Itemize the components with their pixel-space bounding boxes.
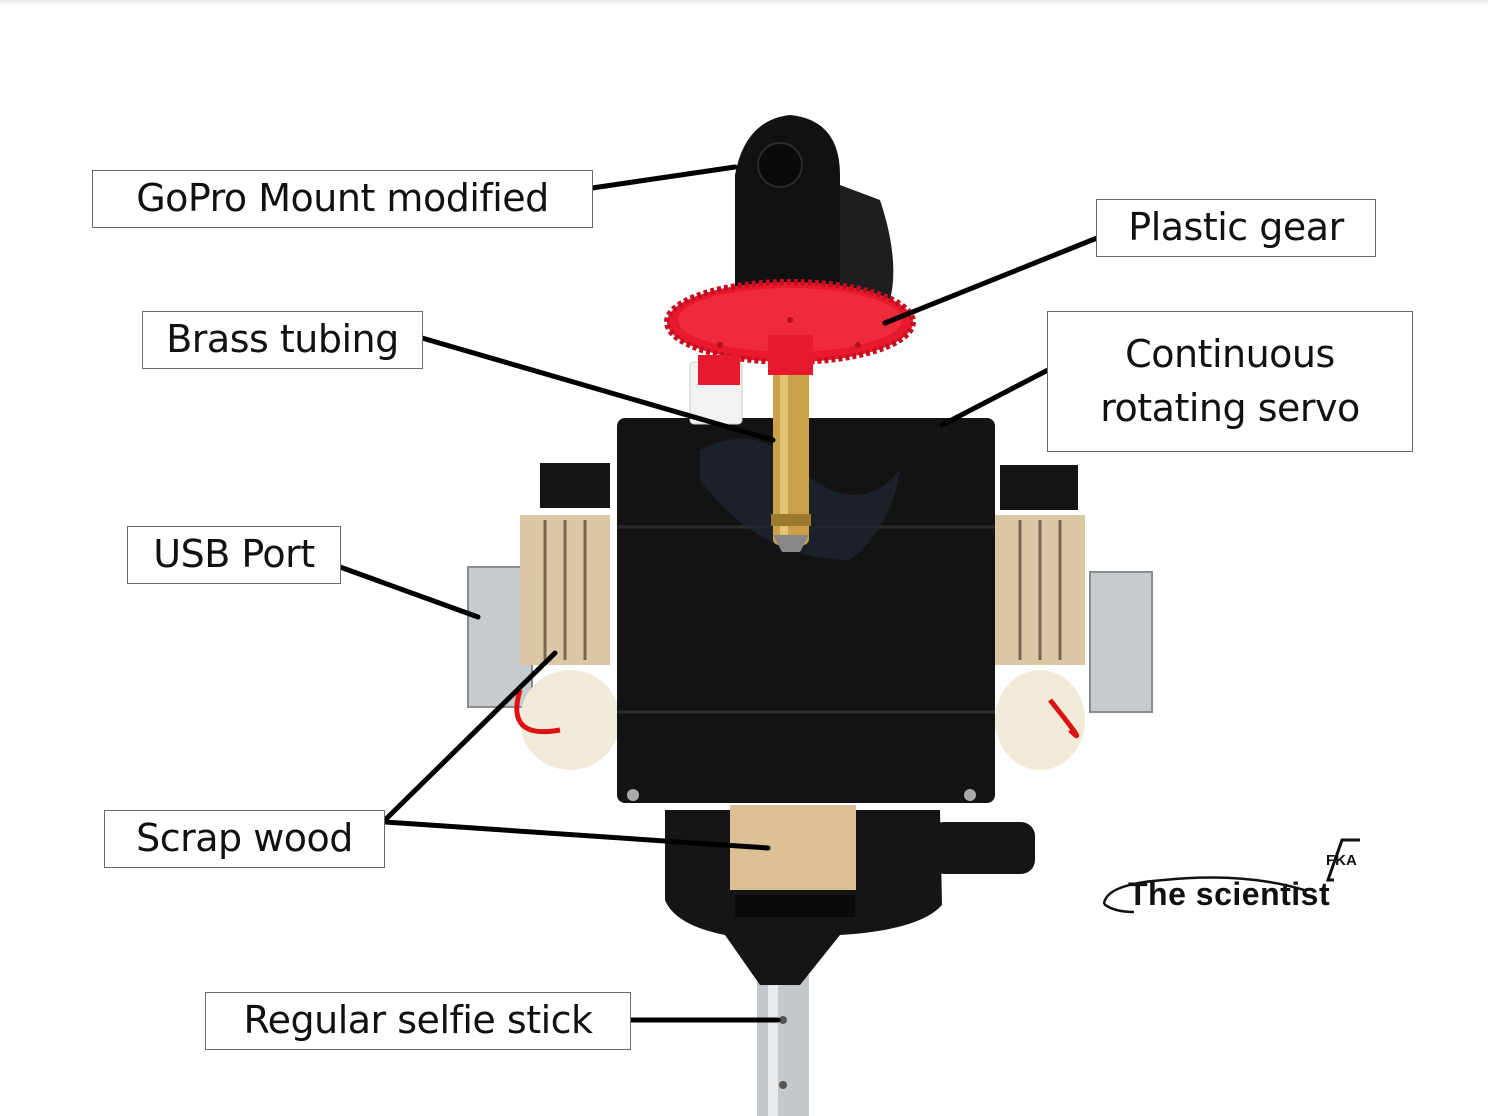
scientist-logo: The scientist FKA <box>1094 838 1384 922</box>
leader-usb <box>337 564 481 620</box>
label-brass-tubing: Brass tubing <box>142 311 423 369</box>
label-regular-selfie-stick: Regular selfie stick <box>205 992 631 1050</box>
leader-gear <box>882 235 1100 326</box>
red-gear <box>664 279 916 385</box>
label-gopro-mount: GoPro Mount modified <box>92 170 593 228</box>
right-assembly <box>995 465 1153 770</box>
label-plastic-gear: Plastic gear <box>1096 199 1376 257</box>
leader-wood-center <box>382 819 771 851</box>
leader-lines <box>337 164 1100 1023</box>
leader-gopro <box>589 164 738 191</box>
logo-mark: FKA <box>1326 852 1357 869</box>
logo-swoosh-icon <box>1102 838 1360 914</box>
top-edge <box>0 0 1488 6</box>
gopro-mount <box>735 115 894 300</box>
left-assembly <box>467 463 620 770</box>
label-scrap-wood: Scrap wood <box>104 810 385 868</box>
leader-wood-left <box>382 650 558 823</box>
logo-title: The scientist <box>1128 876 1331 912</box>
label-continuous-rotating-servo: Continuous rotating servo <box>1047 311 1413 452</box>
leader-brass <box>419 335 776 443</box>
leader-servo <box>939 367 1051 428</box>
selfie-stick-pole <box>757 975 809 1116</box>
brass-tube <box>771 370 811 552</box>
label-usb-port: USB Port <box>127 526 341 584</box>
